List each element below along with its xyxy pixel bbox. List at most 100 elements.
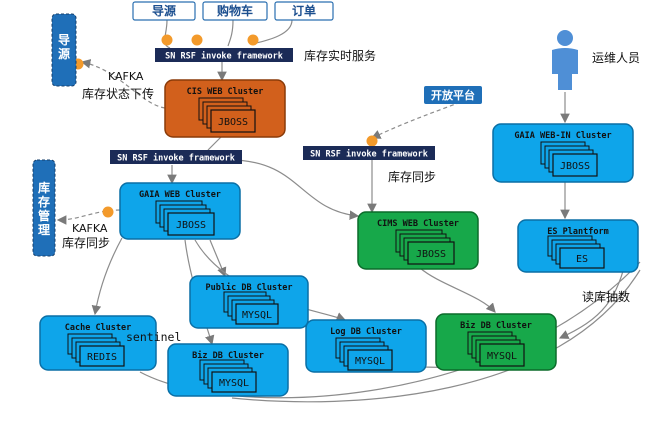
server-stack-icon (67, 333, 125, 367)
open-platform-badge: 开放平台 (424, 86, 482, 104)
kafka-top-label: KAFKA (108, 70, 144, 83)
top-tab-label: 导源 (152, 3, 176, 18)
connector-cims-biz (419, 267, 496, 313)
cluster-title: Biz DB Cluster (460, 320, 532, 331)
framework-bar-right: SN RSF invoke framework (303, 146, 435, 160)
server-front (235, 303, 279, 325)
side-label-inventory-text-char: 库 (38, 180, 50, 195)
person-head (557, 30, 573, 46)
server-stack-icon (223, 291, 279, 325)
text-layer: 导源库存管理库存实时服务KAFKA库存状态下传KAFKA库存同步库存同步读库抽数… (37, 32, 640, 344)
cluster-inner-label: ES (576, 254, 588, 265)
framework-bar-mid: SN RSF invoke framework (110, 150, 242, 164)
server-stack-icon (395, 229, 455, 265)
server-front (559, 247, 605, 269)
cluster-inner-label: JBOSS (416, 249, 446, 260)
server-front (211, 371, 257, 393)
top-tab-2[interactable]: 购物车 (202, 1, 268, 21)
cluster-title: Log DB Cluster (330, 327, 402, 337)
inventory-realtime-service-label: 库存实时服务 (304, 48, 376, 63)
cluster-inner-label: JBOSS (218, 117, 248, 128)
side-label-source (51, 13, 77, 87)
framework-bar-label: SN RSF invoke framework (165, 51, 283, 62)
connector-tab2 (227, 19, 234, 47)
connector-bottom-loop1 (231, 269, 641, 403)
cluster-inner-label: JBOSS (560, 161, 590, 172)
server-stack-icon (335, 337, 393, 371)
inventory-sync-left-label: 库存同步 (62, 235, 110, 250)
cluster-title: ES Plantform (547, 227, 608, 237)
top-tab-label: 购物车 (217, 3, 253, 18)
sentinel-label: sentinel (126, 330, 181, 344)
connector-fw2-cims (229, 159, 360, 220)
top-tab-box[interactable] (274, 1, 334, 21)
connector-open-dashed (370, 94, 481, 139)
server-front (210, 109, 256, 133)
top-tab-box[interactable] (132, 1, 196, 21)
connector-gaia-cache (91, 237, 123, 316)
framework-bar-bg (155, 48, 293, 62)
side-label-inventory-text-char: 存 (37, 194, 50, 209)
cluster-inner-label: MYSQL (355, 356, 385, 367)
top-tab-3[interactable]: 订单 (274, 1, 334, 21)
framework-bar-label: SN RSF invoke framework (310, 149, 428, 160)
cluster-title: Biz DB Cluster (192, 350, 264, 361)
side-label-source-text: 导源 (58, 32, 70, 61)
server-front (79, 345, 125, 367)
kafka-dot (191, 34, 203, 46)
connector-kafka-top (80, 59, 166, 109)
ops-person-label: 运维人员 (592, 51, 640, 65)
cluster-inner-label: MYSQL (219, 378, 249, 389)
inventory-sync-right-label: 库存同步 (388, 169, 436, 184)
side-label-inventory-text-char: 管 (38, 208, 50, 223)
side-label-source-box (51, 13, 77, 87)
side-label-source-text-char: 导 (58, 32, 70, 47)
kafka-mid-label: KAFKA (72, 222, 108, 235)
server-stack-icon (547, 235, 605, 269)
connector-cis-fw2 (207, 135, 223, 151)
server-front (479, 343, 525, 367)
cluster-title: GAIA WEB-IN Cluster (514, 131, 611, 141)
cluster-inner-label: MYSQL (487, 351, 517, 362)
connector-gaia-public (209, 239, 227, 278)
server-front (407, 241, 455, 265)
server-stack-icon (198, 97, 256, 133)
server-front (167, 212, 215, 236)
inventory-status-push-label: 库存状态下传 (82, 86, 154, 101)
server-stack-icon (155, 200, 215, 236)
cluster-title: Public DB Cluster (206, 282, 293, 293)
framework-bar-bg (303, 146, 435, 160)
server-stack-icon (540, 141, 598, 177)
cluster-inner-label: REDIS (87, 352, 117, 363)
cluster-title: CIS WEB Cluster (187, 87, 264, 97)
open-platform-box (424, 86, 482, 104)
server-front (347, 349, 393, 371)
cluster-title: CIMS WEB Cluster (377, 219, 459, 229)
framework-bar-bg (110, 150, 242, 164)
side-label-inventory-box (32, 159, 56, 257)
framework-bar-label: SN RSF invoke framework (117, 153, 235, 164)
server-stack-icon (467, 331, 525, 367)
top-tab-label: 订单 (292, 3, 316, 18)
cluster-title: GAIA WEB Cluster (139, 190, 221, 200)
node-layer: 导源 购物车 订单 SN RSF invoke framework SN RSF inv… (32, 1, 639, 397)
top-tab-1[interactable]: 导源 (132, 1, 196, 21)
ops-person-icon (552, 30, 578, 90)
top-tab-box[interactable] (202, 1, 268, 21)
side-label-inventory-text-char: 理 (38, 223, 50, 237)
kafka-dot (102, 206, 114, 218)
open-platform-label: 开放平台 (431, 88, 475, 102)
